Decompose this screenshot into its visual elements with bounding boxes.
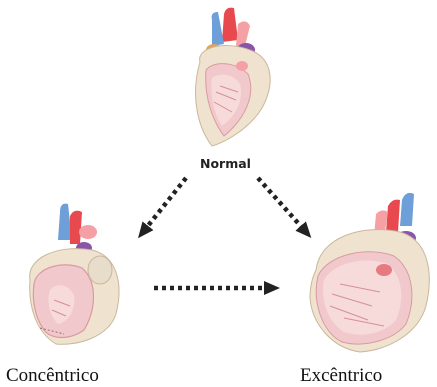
heart-eccentric-illustration xyxy=(310,193,429,352)
arrow-normal-to-concentric xyxy=(143,178,186,232)
label-normal: Normal xyxy=(200,156,251,171)
arrow-normal-to-eccentric xyxy=(258,178,306,232)
label-concentric: Concêntrico xyxy=(6,365,99,386)
heart-concentric-illustration xyxy=(30,204,119,345)
label-eccentric: Excêntrico xyxy=(300,365,382,386)
heart-normal-illustration xyxy=(196,8,271,146)
